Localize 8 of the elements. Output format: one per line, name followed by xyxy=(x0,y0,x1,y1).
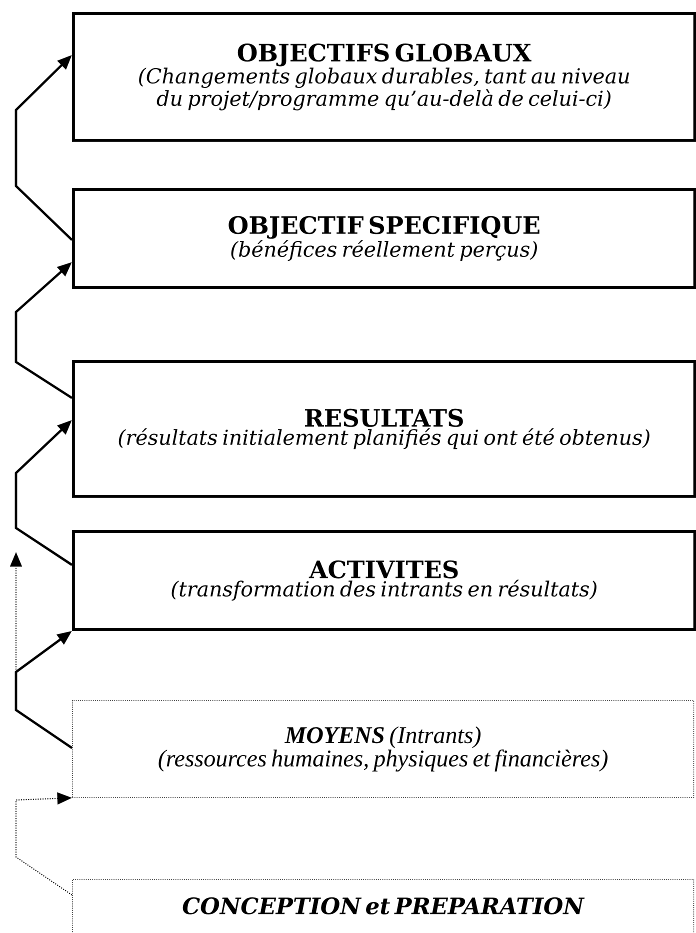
level-box: OBJECTIF SPECIFIQUE (bénéfices réellement perçus) xyxy=(72,188,696,289)
dotted-box xyxy=(72,879,694,933)
level-box: ACTIVITES (transformation des intrants en résultats) xyxy=(72,530,696,631)
dotted-box: MOYENS (Intrants) (ressources humaines, physiques et financières) xyxy=(72,700,694,798)
level-box: RESULTATS (résultats initialement planifiés qui ont été obtenus) xyxy=(72,360,696,498)
level-box: OBJECTIFS GLOBAUX (Changements globaux durables, tant au niveau du projet/programme qu’au-delà de celui-ci) xyxy=(72,12,696,142)
arrow xyxy=(15,792,72,896)
box-text: CONCEPTION et PREPARATION xyxy=(182,897,585,914)
